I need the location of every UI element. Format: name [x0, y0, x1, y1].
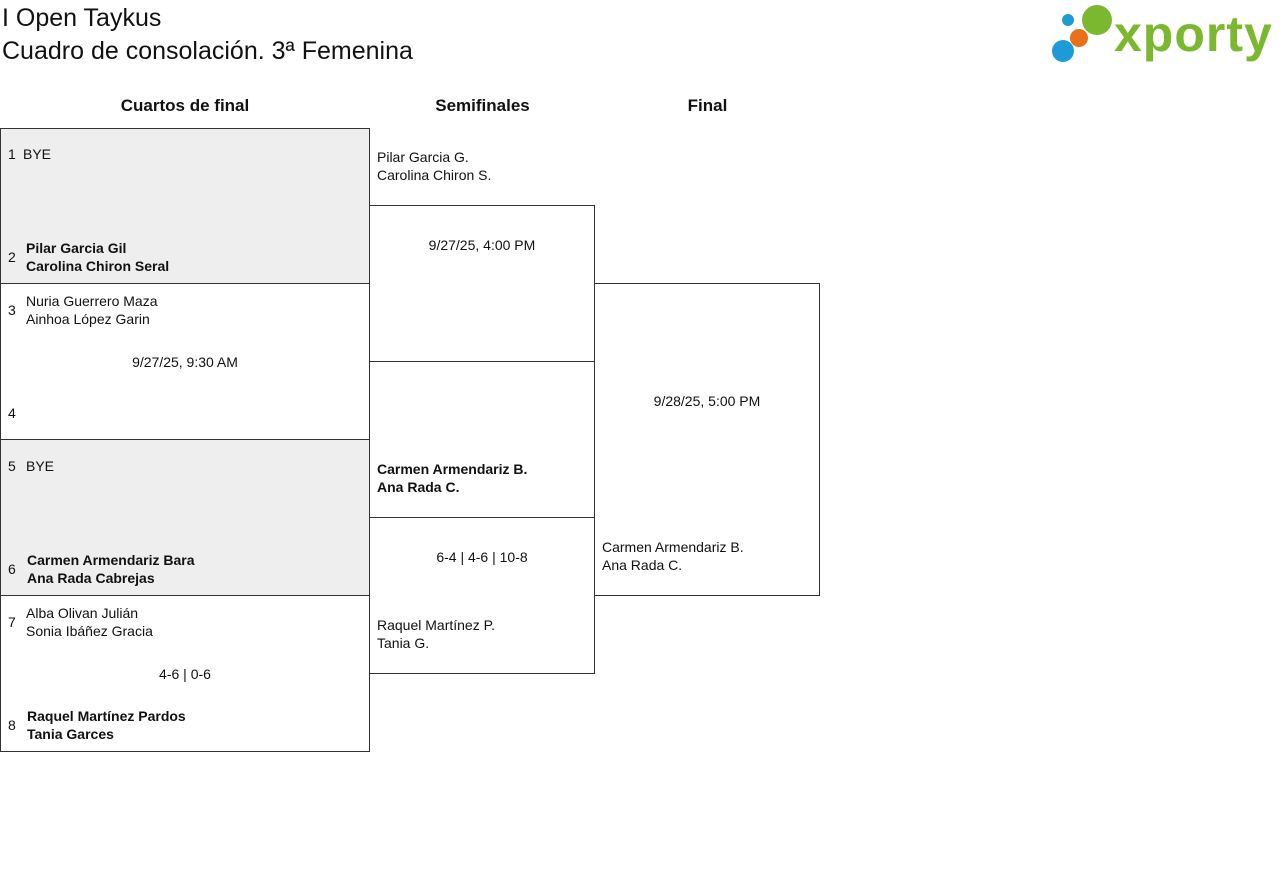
team-name: BYE	[23, 145, 51, 163]
player-name: Carmen Armendariz B.	[377, 461, 528, 477]
player-name: Carmen Armendariz Bara	[27, 552, 195, 568]
team-name: Alba Olivan Julián Sonia Ibáñez Gracia	[26, 604, 153, 640]
team-winner: Carmen Armendariz Bara Ana Rada Cabrejas	[27, 551, 195, 587]
player-name: Carmen Armendariz B.	[602, 539, 744, 555]
team-winner: Carmen Armendariz B. Ana Rada C.	[377, 460, 527, 496]
team-winner: Pilar Garcia Gil Carolina Chiron Seral	[26, 239, 169, 275]
player-name: Raquel Martínez Pardos	[27, 708, 186, 724]
match-sf-1[interactable]	[369, 205, 595, 362]
player-name: Pilar Garcia Gil	[26, 240, 127, 256]
logo-dot-blue-small	[1062, 14, 1074, 26]
page-subtitle: Cuadro de consolación. 3ª Femenina	[2, 37, 413, 65]
team-name: Pilar Garcia G. Carolina Chiron S.	[377, 148, 491, 184]
player-name: Ana Rada C.	[377, 479, 460, 495]
match-info: 9/28/25, 5:00 PM	[653, 393, 761, 409]
logo-dot-green	[1082, 5, 1112, 35]
match-score: 4-6 | 0-6	[159, 666, 211, 682]
player-name: Tania G.	[377, 635, 430, 651]
seed-number: 5	[8, 458, 16, 474]
match-final[interactable]	[594, 283, 820, 596]
seed-number: 8	[8, 717, 16, 733]
player-name: Ainhoa López Garin	[26, 311, 150, 327]
match-qf-1[interactable]	[0, 128, 370, 284]
player-name: BYE	[23, 146, 52, 162]
player-name: Raquel Martínez P.	[377, 617, 496, 633]
match-info: 9/27/25, 9:30 AM	[132, 354, 238, 370]
logo-dot-blue	[1052, 40, 1074, 62]
xporty-logo[interactable]: xporty	[1050, 4, 1276, 68]
player-name: Nuria Guerrero Maza	[26, 293, 158, 309]
seed-number: 4	[8, 405, 16, 421]
seed-number: 7	[8, 614, 16, 630]
team-name: Raquel Martínez P. Tania G.	[377, 616, 495, 652]
team-name: BYE	[26, 457, 54, 475]
page-title: I Open Taykus	[2, 4, 162, 32]
team-name: Carmen Armendariz B. Ana Rada C.	[602, 538, 744, 574]
player-name: Tania Garces	[27, 726, 114, 742]
team-name: Nuria Guerrero Maza Ainhoa López Garin	[26, 292, 158, 328]
logo-text: xporty	[1114, 6, 1273, 62]
round-header-final: Final	[687, 96, 728, 115]
match-score: 6-4 | 4-6 | 10-8	[436, 549, 528, 565]
seed-number: 6	[8, 561, 16, 577]
match-qf-3[interactable]	[0, 439, 370, 596]
player-name: Pilar Garcia G.	[377, 149, 469, 165]
match-info: 9/27/25, 4:00 PM	[428, 237, 536, 253]
seed-number: 3	[8, 302, 16, 318]
team-winner: Raquel Martínez Pardos Tania Garces	[27, 707, 186, 743]
player-name: Ana Rada C.	[602, 557, 683, 573]
player-name: Ana Rada Cabrejas	[27, 570, 155, 586]
seed-number: 1	[8, 146, 16, 162]
seed-number: 2	[8, 249, 16, 265]
player-name: Carolina Chiron S.	[377, 167, 492, 183]
player-name: Sonia Ibáñez Gracia	[26, 623, 153, 639]
round-header-quarterfinals: Cuartos de final	[120, 96, 250, 115]
player-name: Alba Olivan Julián	[26, 605, 139, 621]
player-name: BYE	[26, 458, 55, 474]
round-header-semifinals: Semifinales	[435, 96, 530, 115]
logo-dot-orange	[1070, 29, 1088, 47]
player-name: Carolina Chiron Seral	[26, 258, 170, 274]
